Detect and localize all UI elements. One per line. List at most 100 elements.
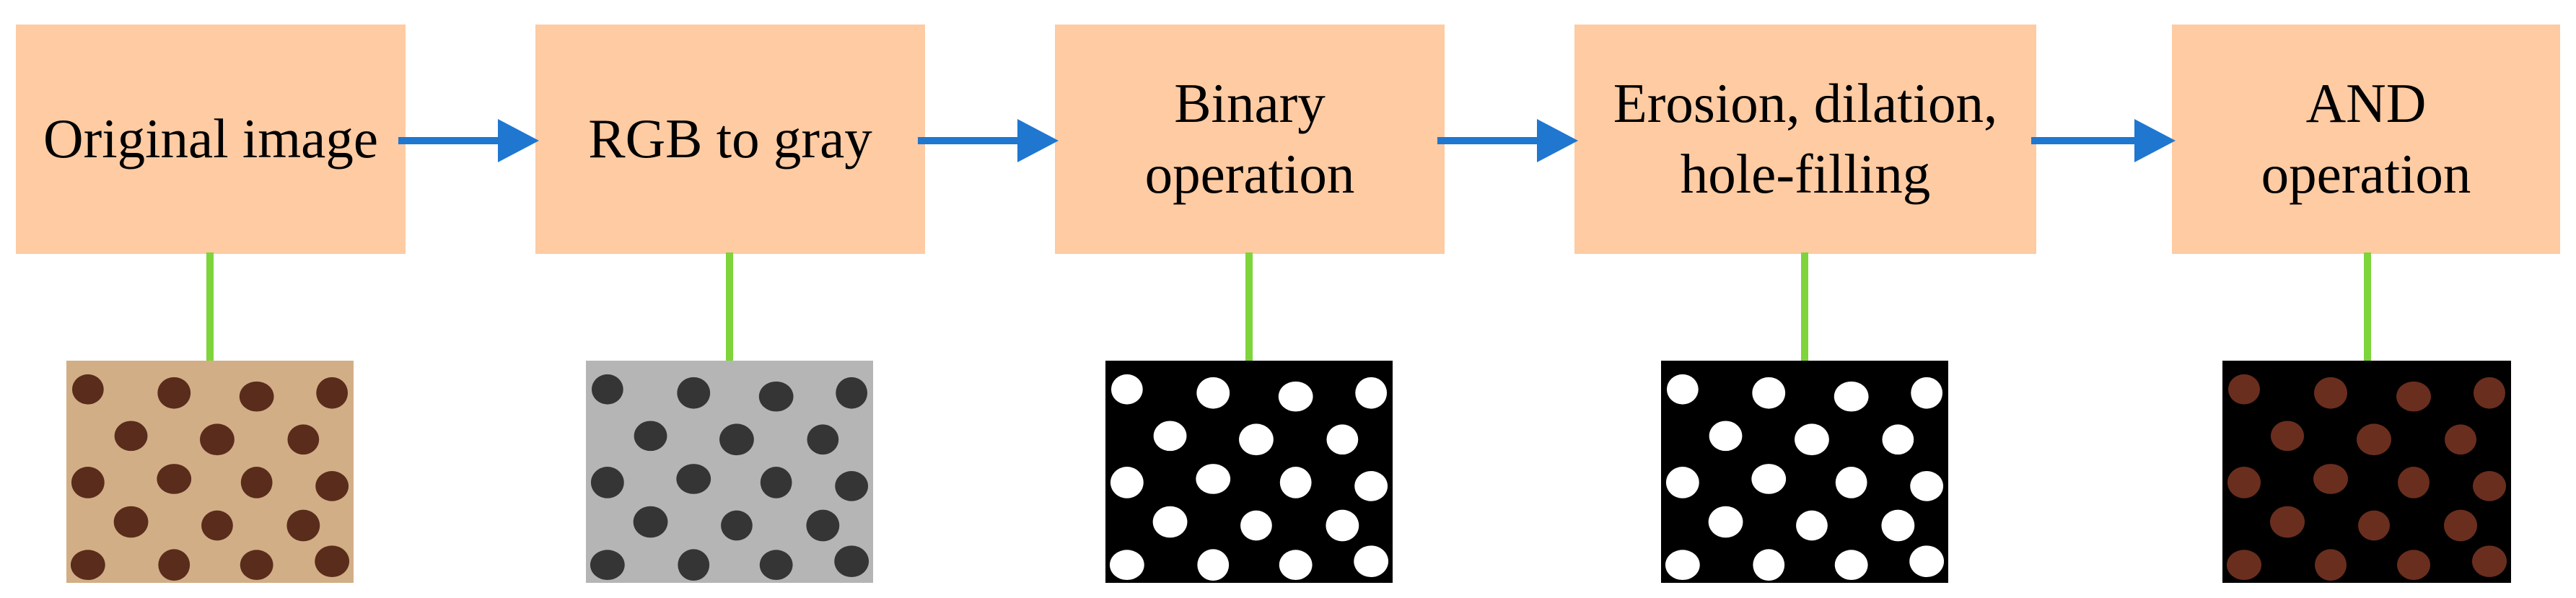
seed-blob [1708, 506, 1743, 538]
thumbnail-original-image [66, 361, 354, 583]
seed-blob [835, 471, 869, 501]
seed-blob [2270, 506, 2305, 538]
connector-line [726, 252, 733, 364]
seed-blob [1326, 424, 1359, 455]
seed-blob [676, 464, 711, 494]
thumbnail-background [2222, 361, 2511, 583]
seed-blob [2314, 377, 2347, 409]
seed-blob [590, 467, 624, 498]
seed-blob [2313, 464, 2348, 494]
arrow-right-icon [918, 119, 1059, 162]
seed-blob [719, 423, 754, 456]
seed-blob [2474, 377, 2505, 409]
seed-blob [591, 374, 623, 405]
seed-blob [1109, 550, 1144, 581]
seed-blob [1196, 377, 1230, 409]
seed-blob [2227, 550, 2261, 581]
seed-blob [1834, 381, 1869, 412]
seed-blob [1666, 374, 1699, 405]
seed-blob [113, 506, 149, 538]
seed-blob [1355, 377, 1388, 409]
connector-line [1245, 252, 1253, 364]
seed-blob [2357, 423, 2391, 456]
seed-blob [1278, 381, 1313, 412]
thumbnail-background [66, 361, 354, 583]
connector-line [1801, 252, 1808, 364]
seed-blob [1911, 377, 1943, 409]
seed-blob [1354, 471, 1388, 501]
step-label-line: RGB to gray [588, 107, 872, 170]
seed-blob [1110, 467, 1144, 498]
seed-blob [70, 550, 105, 581]
seed-blob [2472, 545, 2507, 578]
seed-blob [807, 424, 839, 455]
seed-blob [1881, 509, 1915, 542]
seed-blob [634, 421, 667, 452]
seed-blob [1752, 377, 1786, 409]
seed-blob [157, 464, 192, 494]
seed-blob [2315, 549, 2347, 581]
seed-blob [2444, 509, 2477, 542]
thumbnail-canvas [1661, 361, 1948, 583]
seed-blob [1279, 550, 1313, 581]
seed-blob [633, 506, 668, 538]
seed-blob [2396, 381, 2431, 412]
seed-blob [1665, 550, 1700, 581]
arrow-right-icon [2031, 119, 2176, 162]
seed-blob [677, 377, 711, 409]
seed-blob [1910, 471, 1944, 501]
seed-blob [315, 545, 350, 578]
step-box-rgb-to-gray: RGB to gray [535, 25, 925, 254]
step-label-line: hole-filling [1680, 143, 1931, 205]
seed-blob [721, 510, 753, 541]
thumbnail-background [1661, 361, 1948, 583]
seed-blob [316, 377, 349, 409]
seed-blob [239, 381, 274, 412]
step-label-line: operation [2261, 143, 2471, 205]
seed-blob [1909, 545, 1945, 578]
seed-blob [806, 509, 840, 542]
seed-blob [758, 381, 794, 412]
seed-blob [1197, 549, 1230, 581]
seed-blob [1326, 509, 1359, 542]
seed-blob [2228, 374, 2260, 405]
seed-blob [114, 421, 148, 452]
seed-blob [286, 509, 320, 542]
seed-blob [201, 510, 233, 541]
thumbnail-background [1105, 361, 1393, 583]
seed-blob [240, 467, 273, 498]
seed-blob [1665, 467, 1699, 498]
thumbnail-morphology-image [1661, 361, 1948, 583]
thumbnail-gray-image [586, 361, 873, 583]
step-box-erosion-dilation: Erosion, dilation, hole-filling [1574, 25, 2036, 254]
seed-blob [2398, 467, 2430, 498]
seed-blob [200, 423, 235, 456]
seed-blob [71, 467, 105, 498]
arrow-right-icon [398, 119, 539, 162]
thumbnail-background [586, 361, 873, 583]
seed-blob [836, 377, 868, 409]
connector-line [2364, 252, 2371, 364]
seed-blob [240, 550, 273, 581]
seed-blob [1835, 467, 1867, 498]
thumbnail-binary-image [1105, 361, 1393, 583]
seed-blob [287, 424, 320, 455]
seed-blob [2473, 471, 2506, 501]
seed-blob [157, 377, 191, 409]
seed-blob [1279, 467, 1312, 498]
seed-blob [158, 549, 190, 581]
seed-blob [1795, 423, 1829, 456]
seed-blob [2358, 510, 2390, 541]
step-box-original-image: Original image [16, 25, 406, 254]
seed-blob [1751, 464, 1787, 494]
seed-blob [760, 467, 792, 498]
thumbnail-and-result-image [2222, 361, 2511, 583]
seed-blob [678, 549, 710, 581]
seed-blob [2445, 424, 2476, 455]
seed-blob [1882, 424, 1914, 455]
seed-blob [1354, 545, 1389, 578]
arrow-right-icon [1437, 119, 1578, 162]
thumbnail-canvas [66, 361, 354, 583]
seed-blob [590, 550, 625, 581]
